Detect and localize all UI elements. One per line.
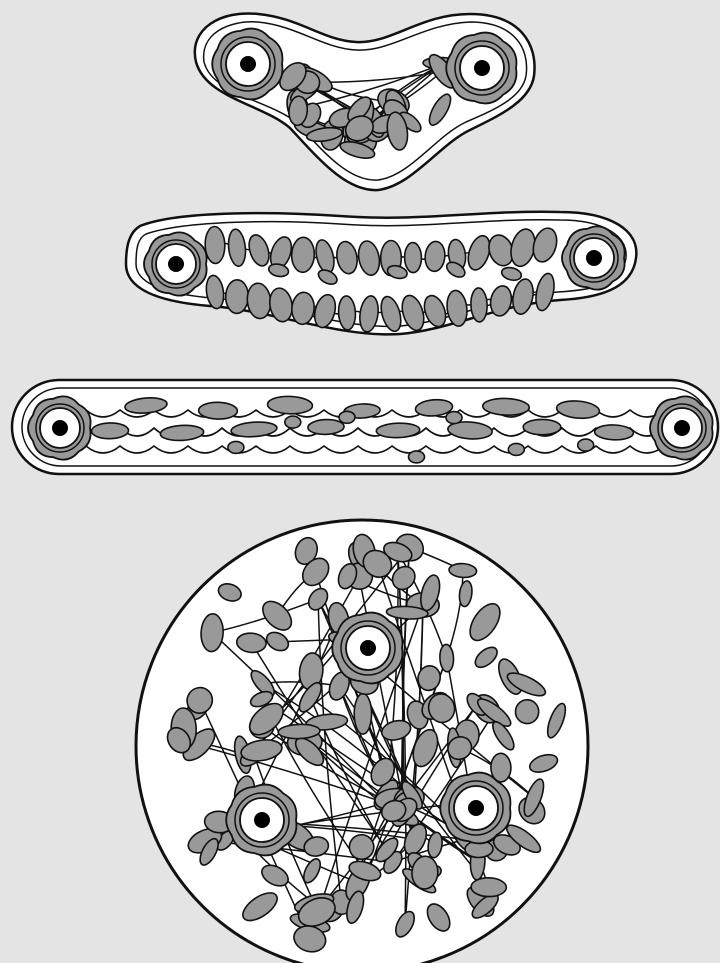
- fibre-bundle: [404, 242, 421, 272]
- spindle-pole-icon: [144, 232, 207, 295]
- spindle-pole-icon: [562, 226, 625, 289]
- fibre-bundle: [515, 699, 540, 724]
- fibre-bundle: [470, 288, 487, 323]
- fibre-bundle: [291, 237, 315, 273]
- fibre-bundle: [308, 419, 345, 435]
- spindle-pole-icon: [28, 396, 91, 459]
- pole-dot: [360, 640, 376, 656]
- pole-dot: [254, 812, 270, 828]
- fibre-bundle: [198, 402, 237, 419]
- fibre-bundle: [578, 439, 594, 451]
- fibre-bundle: [354, 694, 371, 735]
- fibre-bundle: [228, 441, 244, 453]
- fibre-bundle: [508, 443, 524, 455]
- fibre-bundle: [471, 877, 507, 896]
- fibre-bundle: [91, 423, 128, 439]
- spindle-pole-icon: [446, 33, 516, 104]
- fibre-bundle: [594, 424, 633, 440]
- pole-dot: [240, 56, 256, 72]
- fibre-bundle: [523, 419, 561, 434]
- fibre-bundle: [205, 226, 226, 264]
- pole-dot: [52, 420, 68, 436]
- pole-dot: [674, 420, 690, 436]
- fibre-bundle: [225, 280, 248, 314]
- panel-straight-rod-cell: [12, 380, 718, 474]
- fibre-bundle: [339, 411, 355, 423]
- spindle-pole-icon: [650, 396, 713, 459]
- spindle-pole-icon: [332, 613, 402, 684]
- pole-dot: [474, 60, 490, 76]
- pole-dot: [468, 800, 484, 816]
- pole-dot: [168, 256, 184, 272]
- fibre-bundle: [439, 644, 454, 672]
- spindle-pole-icon: [226, 785, 296, 856]
- fibre-bundle: [285, 416, 301, 428]
- spindle-pole-icon: [212, 29, 282, 100]
- fibre-bundle: [409, 451, 425, 463]
- spindle-pole-icon: [440, 773, 510, 844]
- pole-dot: [586, 250, 602, 266]
- panel-round-cell: [136, 520, 588, 963]
- fibre-bundle: [446, 412, 462, 424]
